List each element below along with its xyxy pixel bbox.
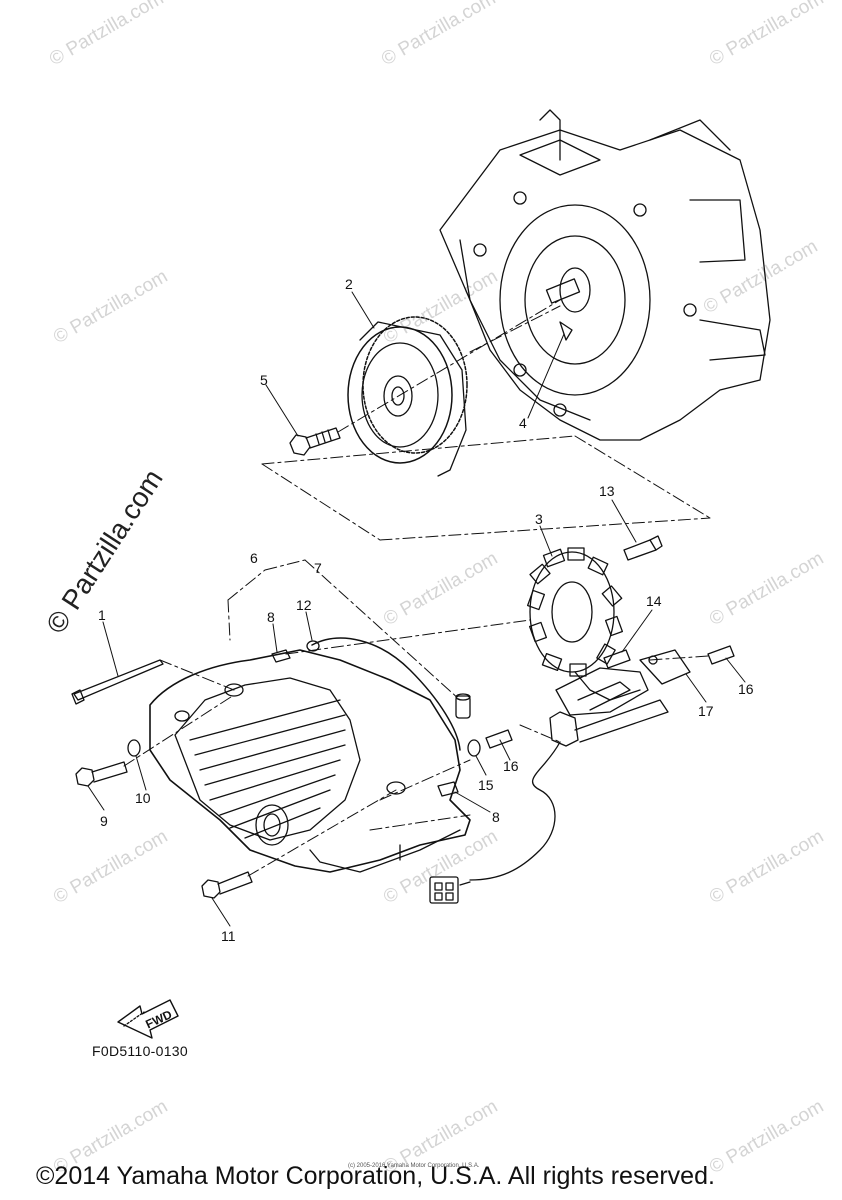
part-label-10: 10: [135, 790, 151, 806]
cover-bolt-lower: [202, 872, 252, 898]
callout-leaders: [88, 292, 745, 926]
washer: [468, 740, 480, 756]
collar-sleeve: [456, 694, 470, 718]
part-label-14: 14: [646, 593, 662, 609]
part-label-15: 15: [478, 777, 494, 793]
part-label-17: 17: [698, 703, 714, 719]
flywheel-bolt: [290, 428, 340, 455]
copyright-footer: ©2014 Yamaha Motor Corporation, U.S.A. A…: [36, 1162, 715, 1190]
part-label-6: 6: [250, 550, 258, 566]
flywheel-rotor: [348, 317, 467, 476]
washer: [128, 740, 140, 756]
o-ring-small: [307, 641, 319, 651]
part-label-16-lower: 16: [503, 758, 519, 774]
assembly-reference-lines: [124, 300, 710, 876]
part-label-8-lower: 8: [492, 809, 500, 825]
pulser-bolt: [604, 650, 630, 668]
part-label-5: 5: [260, 372, 268, 388]
part-label-1: 1: [98, 607, 106, 623]
cover-bolt-long: [76, 762, 127, 786]
part-label-3: 3: [535, 511, 543, 527]
part-label-7: 7: [314, 560, 322, 576]
part-label-4: 4: [519, 415, 527, 431]
part-label-13: 13: [599, 483, 615, 499]
part-label-8-upper: 8: [267, 609, 275, 625]
magneto-cover: [150, 650, 470, 872]
dowel-pin: [272, 650, 458, 796]
bracket-bolt: [486, 646, 734, 748]
wiring-harness: [430, 742, 560, 903]
engine-block: [440, 110, 770, 440]
cable-tie: [72, 660, 163, 704]
forward-direction-arrow: FWD: [118, 1000, 178, 1038]
part-label-11: 11: [221, 928, 236, 944]
cover-o-ring: [312, 638, 460, 750]
part-label-12: 12: [296, 597, 312, 613]
diagram-code: F0D5110-0130: [92, 1043, 188, 1059]
part-label-16-right: 16: [738, 681, 754, 697]
stator-bolt: [624, 536, 662, 560]
fine-print: (c) 2005-2016 Yamaha Motor Corporation, …: [348, 1163, 480, 1169]
pulser-coil-assembly: [550, 650, 690, 746]
stator-coil: [528, 548, 640, 700]
part-number-labels: 1 2 3 4 5 6 7 8 8 9 10 11 12 13 14 15 16…: [98, 276, 754, 944]
part-label-2: 2: [345, 276, 353, 292]
part-label-9: 9: [100, 813, 108, 829]
